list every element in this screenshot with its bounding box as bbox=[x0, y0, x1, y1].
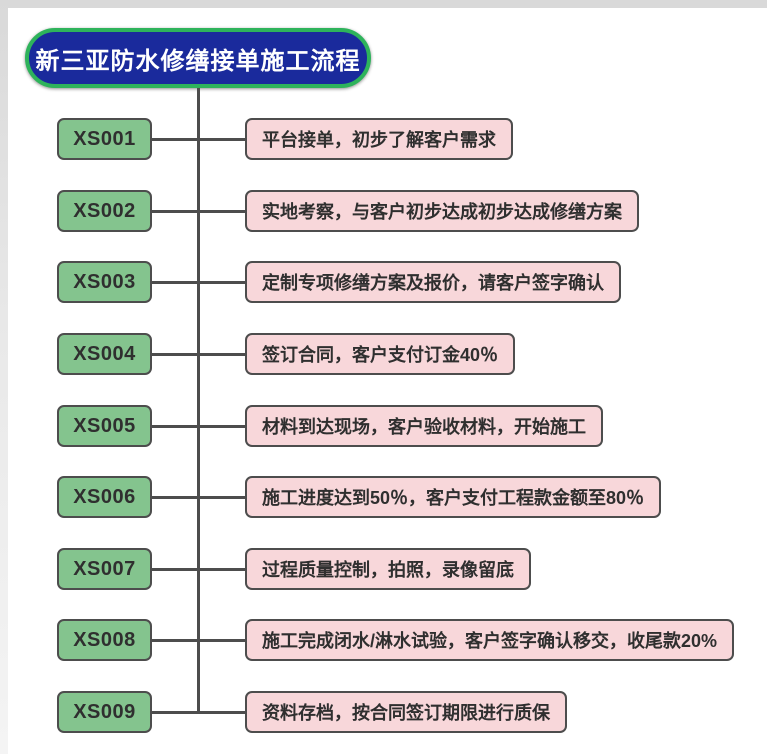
flow-step-row: XS005 材料到达现场，客户验收材料，开始施工 bbox=[0, 405, 767, 447]
step-description-node: 平台接单，初步了解客户需求 bbox=[245, 118, 513, 160]
flow-step-row: XS006 施工进度达到50％，客户支付工程款金额至80％ bbox=[0, 476, 767, 518]
step-description-node: 施工进度达到50％，客户支付工程款金额至80％ bbox=[245, 476, 662, 518]
step-code-node: XS008 bbox=[57, 619, 152, 661]
step-code-node: XS007 bbox=[57, 548, 152, 590]
step-code-node: XS005 bbox=[57, 405, 152, 447]
step-code-node: XS006 bbox=[57, 476, 152, 518]
step-description-node: 实地考察，与客户初步达成初步达成修缮方案 bbox=[245, 190, 639, 232]
step-description-node: 材料到达现场，客户验收材料，开始施工 bbox=[245, 405, 603, 447]
flow-step-row: XS009 资料存档，按合同签订期限进行质保 bbox=[0, 691, 767, 733]
trunk-line bbox=[197, 88, 200, 714]
flowchart-title: 新三亚防水修缮接单施工流程 bbox=[25, 28, 371, 88]
flow-step-row: XS004 签订合同，客户支付订金40％ bbox=[0, 333, 767, 375]
connector-line bbox=[152, 424, 245, 428]
connector-line bbox=[152, 352, 245, 356]
connector-line bbox=[152, 710, 245, 714]
connector-line bbox=[152, 280, 245, 284]
connector-line bbox=[152, 638, 245, 642]
connector-line bbox=[152, 137, 245, 141]
step-code-node: XS004 bbox=[57, 333, 152, 375]
flow-step-row: XS002 实地考察，与客户初步达成初步达成修缮方案 bbox=[0, 190, 767, 232]
flow-step-row: XS007 过程质量控制，拍照，录像留底 bbox=[0, 548, 767, 590]
step-code-node: XS003 bbox=[57, 261, 152, 303]
flow-step-row: XS008 施工完成闭水/淋水试验，客户签字确认移交，收尾款20% bbox=[0, 619, 767, 661]
step-description-node: 定制专项修缮方案及报价，请客户签字确认 bbox=[245, 261, 621, 303]
connector-line bbox=[152, 495, 245, 499]
step-description-node: 签订合同，客户支付订金40％ bbox=[245, 333, 516, 375]
connector-line bbox=[152, 209, 245, 213]
step-code-node: XS002 bbox=[57, 190, 152, 232]
step-code-node: XS001 bbox=[57, 118, 152, 160]
left-border-strip bbox=[0, 0, 8, 754]
flow-step-row: XS001 平台接单，初步了解客户需求 bbox=[0, 118, 767, 160]
step-description-node: 过程质量控制，拍照，录像留底 bbox=[245, 548, 531, 590]
step-description-node: 施工完成闭水/淋水试验，客户签字确认移交，收尾款20% bbox=[245, 619, 735, 661]
top-border-strip bbox=[0, 0, 767, 8]
step-description-node: 资料存档，按合同签订期限进行质保 bbox=[245, 691, 567, 733]
connector-line bbox=[152, 567, 245, 571]
flow-step-row: XS003 定制专项修缮方案及报价，请客户签字确认 bbox=[0, 261, 767, 303]
step-code-node: XS009 bbox=[57, 691, 152, 733]
